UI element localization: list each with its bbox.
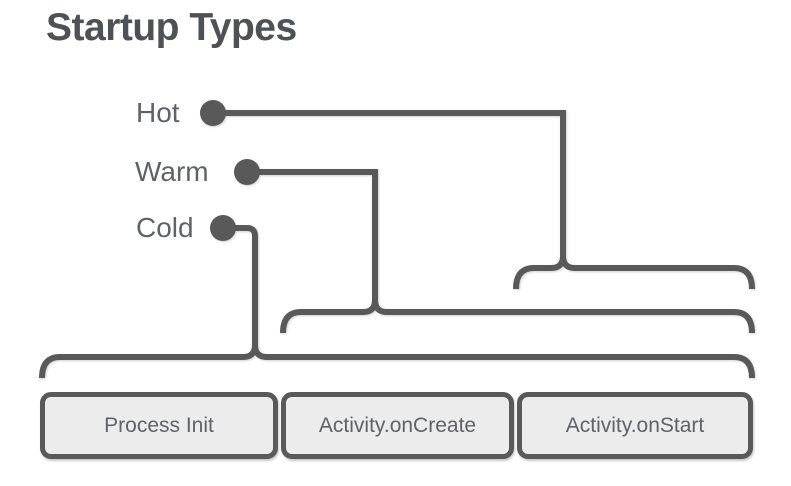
phase-box-label: Process Init (104, 413, 214, 437)
warm-connector-line (247, 169, 378, 300)
phase-box-label: Activity.onStart (565, 413, 705, 437)
page-title: Startup Types (46, 6, 297, 49)
phase-box-process-init: Process Init (40, 392, 278, 459)
cold-brace (39, 344, 755, 379)
phase-box-activity-oncreate: Activity.onCreate (281, 392, 514, 459)
hot-brace (513, 255, 755, 290)
label-cold: Cold (136, 212, 194, 243)
label-hot: Hot (136, 97, 180, 128)
phase-box-label: Activity.onCreate (318, 413, 477, 437)
hot-connector-line (213, 110, 566, 256)
label-warm: Warm (135, 156, 209, 187)
cold-connector-line (223, 225, 258, 345)
phase-box-activity-onstart: Activity.onStart (517, 392, 753, 459)
warm-brace (280, 299, 755, 334)
